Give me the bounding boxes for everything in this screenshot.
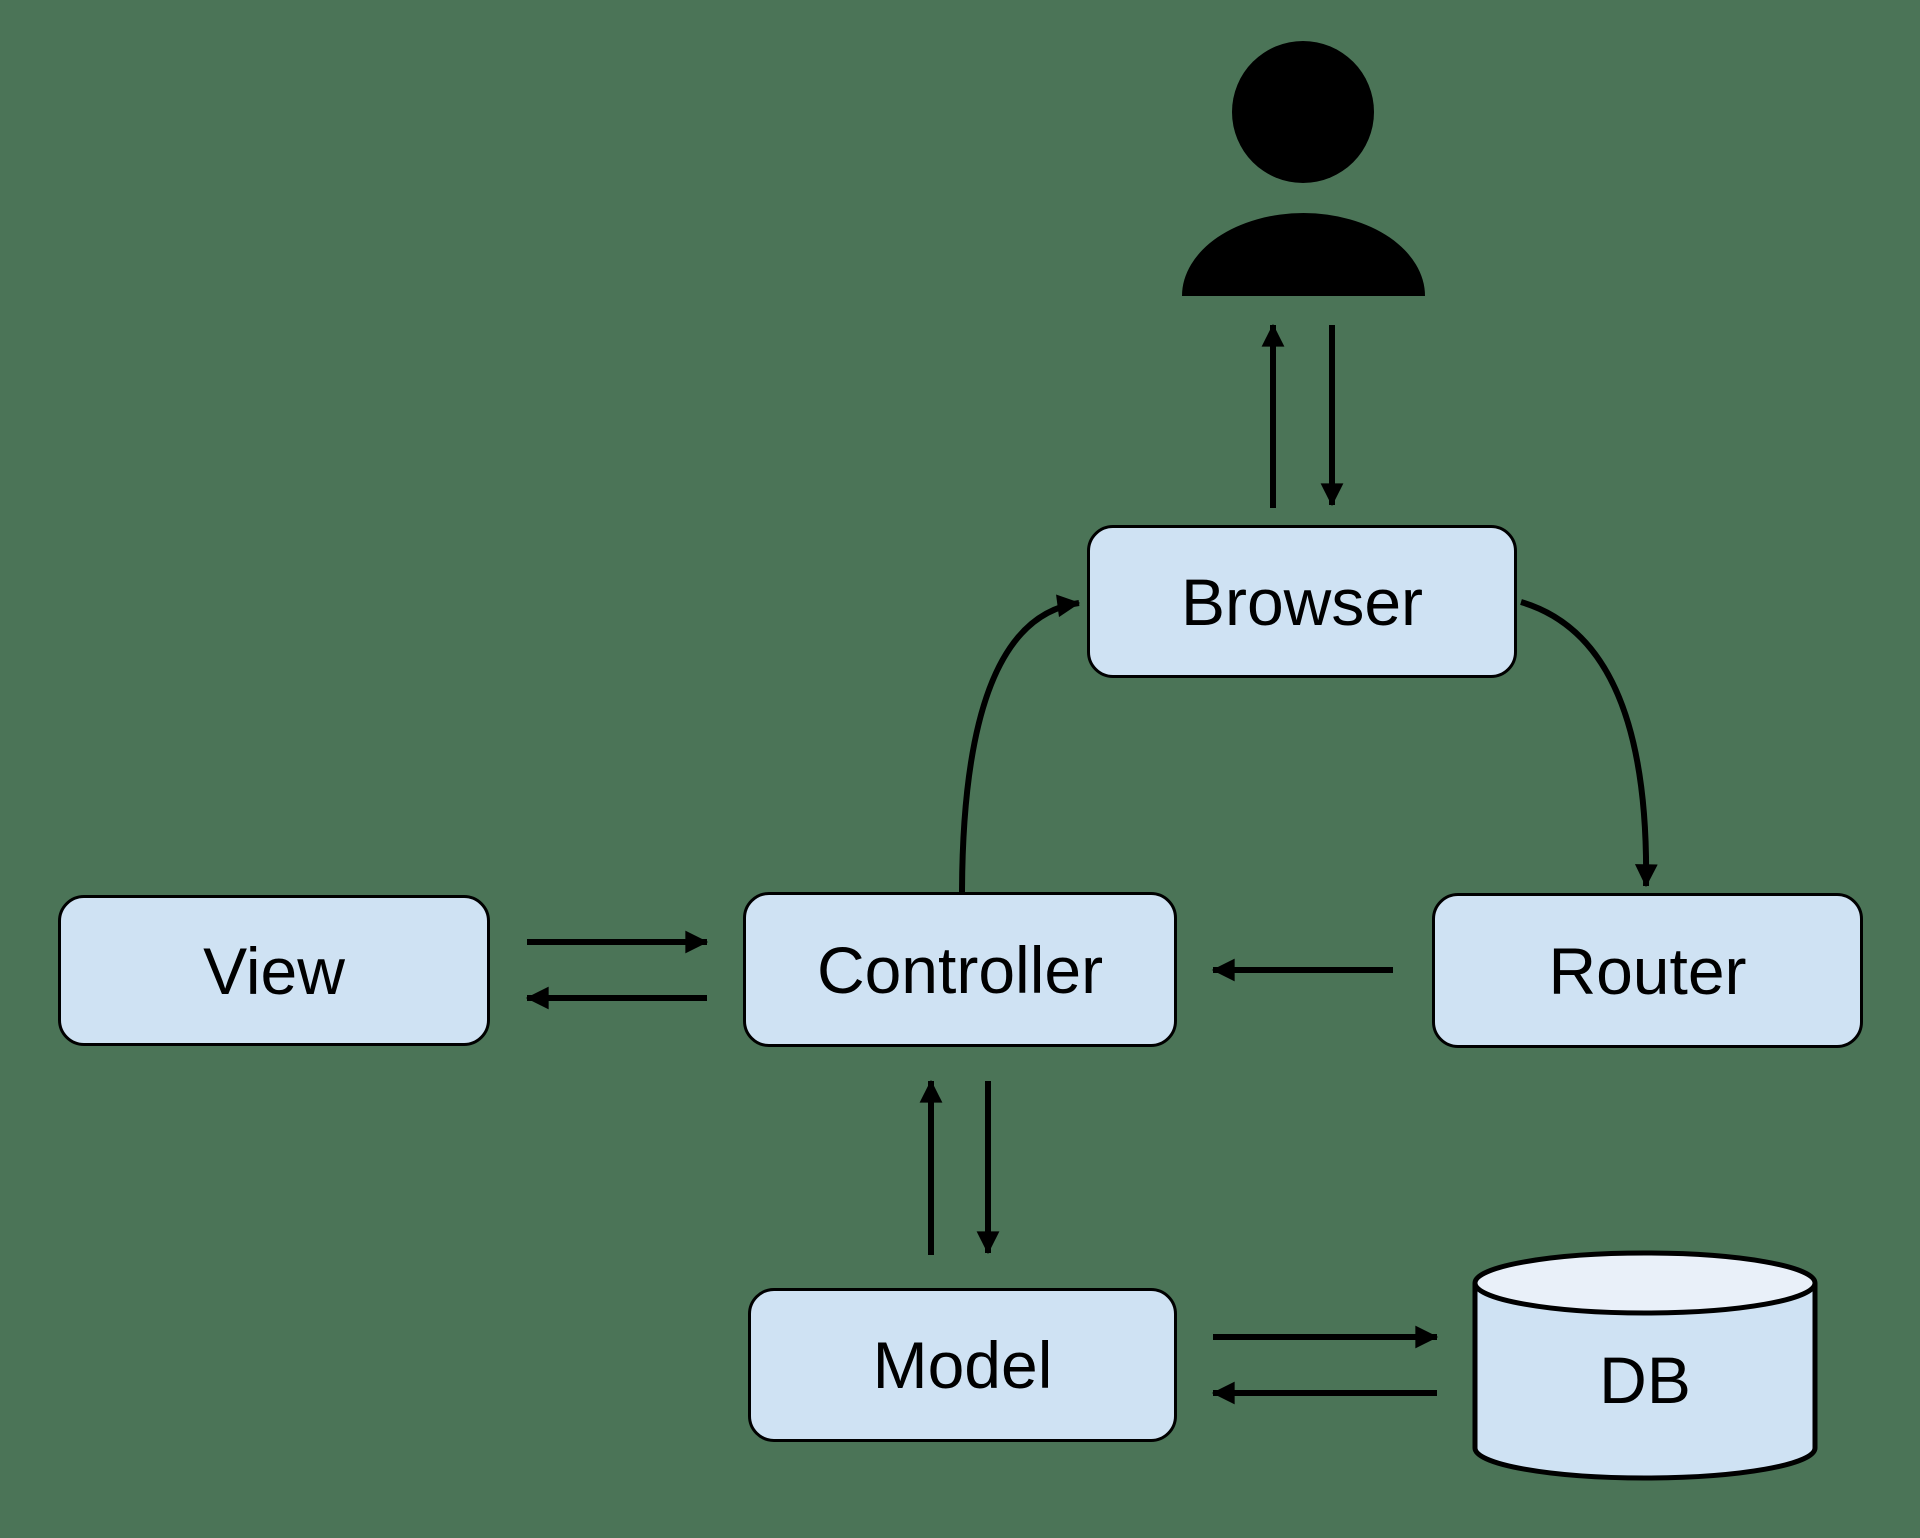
node-router-label: Router	[1548, 933, 1747, 1008]
node-browser-label: Browser	[1180, 564, 1424, 639]
node-model-label: Model	[872, 1328, 1053, 1402]
person-shoulders	[1182, 212, 1425, 296]
arrow-controller-to-browser	[959, 594, 1081, 893]
node-controller-label: Controller	[816, 932, 1104, 1007]
db-cylinder	[1472, 1250, 1818, 1481]
node-db-label-wrap: DB	[1475, 1320, 1815, 1440]
db-cylinder-top	[1472, 1250, 1818, 1316]
node-controller: Controller	[743, 892, 1177, 1047]
user-person-icon	[1182, 41, 1425, 296]
db-cylinder-body	[1472, 1283, 1818, 1481]
node-db-label: DB	[1599, 1343, 1691, 1417]
node-browser: Browser	[1087, 525, 1517, 678]
node-model: Model	[748, 1288, 1177, 1442]
person-head	[1232, 41, 1374, 183]
arrow-browser-to-router	[1520, 599, 1658, 888]
node-router: Router	[1432, 893, 1863, 1048]
node-view-label: View	[203, 933, 345, 1008]
node-view: View	[58, 895, 490, 1046]
